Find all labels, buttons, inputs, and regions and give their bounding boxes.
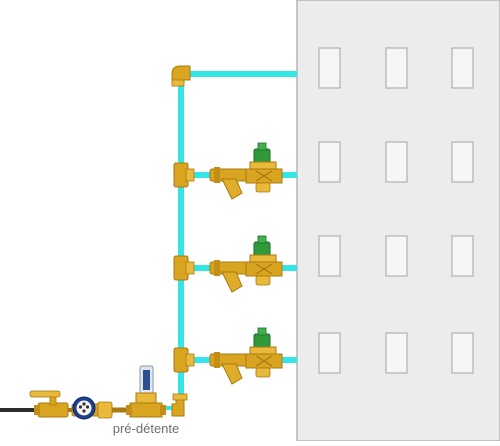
window xyxy=(385,332,408,374)
window xyxy=(451,332,474,374)
window xyxy=(385,47,408,89)
window xyxy=(385,235,408,277)
window xyxy=(385,141,408,183)
window xyxy=(318,141,341,183)
window xyxy=(451,235,474,277)
ball-valve-icon xyxy=(29,390,69,418)
floor-branch xyxy=(173,235,297,293)
window xyxy=(451,47,474,89)
strainer-icon xyxy=(209,167,249,200)
building-windows xyxy=(318,47,474,374)
tee-fitting-icon xyxy=(173,347,195,373)
elbow-fitting-icon xyxy=(171,393,188,417)
tee-fitting-icon xyxy=(173,255,195,281)
window xyxy=(318,332,341,374)
strainer-icon xyxy=(209,260,249,293)
pressure-reducer-icon xyxy=(245,235,283,286)
elbow-fitting-icon xyxy=(171,65,191,87)
water-meter-icon xyxy=(71,396,113,420)
floor-branches xyxy=(173,142,297,385)
window xyxy=(318,235,341,277)
strainer-icon xyxy=(209,352,249,385)
floor-branch xyxy=(173,142,297,200)
pressure-reducer-icon xyxy=(245,142,283,193)
pressure-reducer-icon xyxy=(126,365,166,418)
floor-branch xyxy=(173,327,297,385)
window xyxy=(318,47,341,89)
window xyxy=(451,141,474,183)
pressure-reducer-icon xyxy=(245,327,283,378)
pre-detente-label: pré-détente xyxy=(112,421,180,436)
tee-fitting-icon xyxy=(173,162,195,188)
